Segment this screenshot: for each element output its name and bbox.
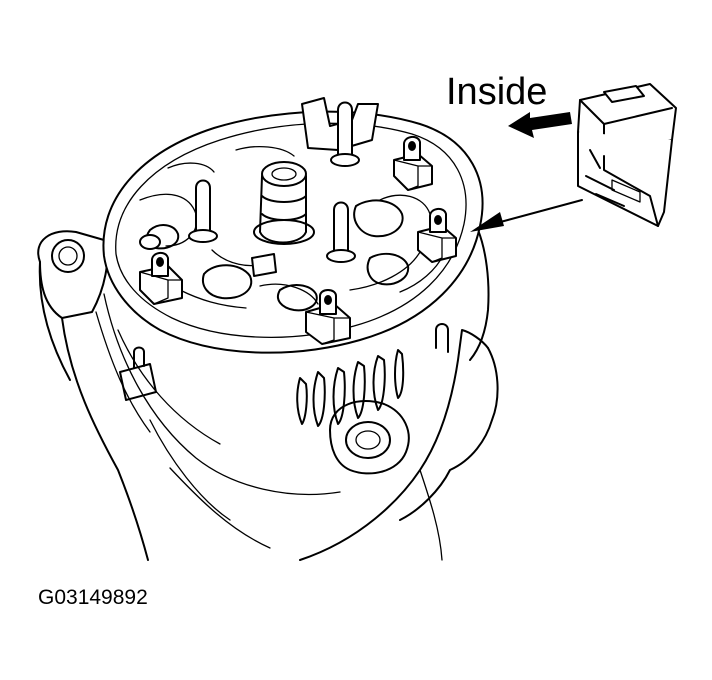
left-stud — [119, 363, 157, 401]
left-mounting-hole — [51, 239, 85, 273]
cooling-vents — [296, 349, 405, 427]
alternator-housing — [37, 229, 499, 561]
insulator-cap — [577, 83, 677, 227]
housing-outline — [38, 261, 489, 561]
center-tab — [251, 253, 277, 277]
right-stud — [435, 323, 449, 353]
stud-left — [195, 179, 211, 237]
shaft-boss — [253, 161, 315, 245]
stud-bolts — [139, 101, 360, 263]
inside-label: Inside — [446, 71, 547, 113]
terminal-left — [139, 252, 183, 305]
left-mounting-ear — [37, 230, 109, 319]
figure-code-label: G03149892 — [38, 586, 148, 609]
housing-contour — [95, 293, 443, 561]
leader-arrow — [470, 199, 583, 232]
terminal-blocks — [139, 136, 457, 345]
terminal-upper-right — [393, 136, 433, 191]
inside-direction-arrow — [508, 112, 572, 138]
terminal-right — [417, 208, 457, 263]
stud-center — [333, 201, 349, 257]
terminal-center — [305, 289, 351, 345]
lower-mounting-boss — [329, 400, 410, 475]
nut-left — [139, 234, 161, 250]
lower-mounting-hole — [345, 421, 391, 459]
end-frame-inner-rim — [115, 122, 467, 338]
stud-rear — [337, 101, 353, 161]
